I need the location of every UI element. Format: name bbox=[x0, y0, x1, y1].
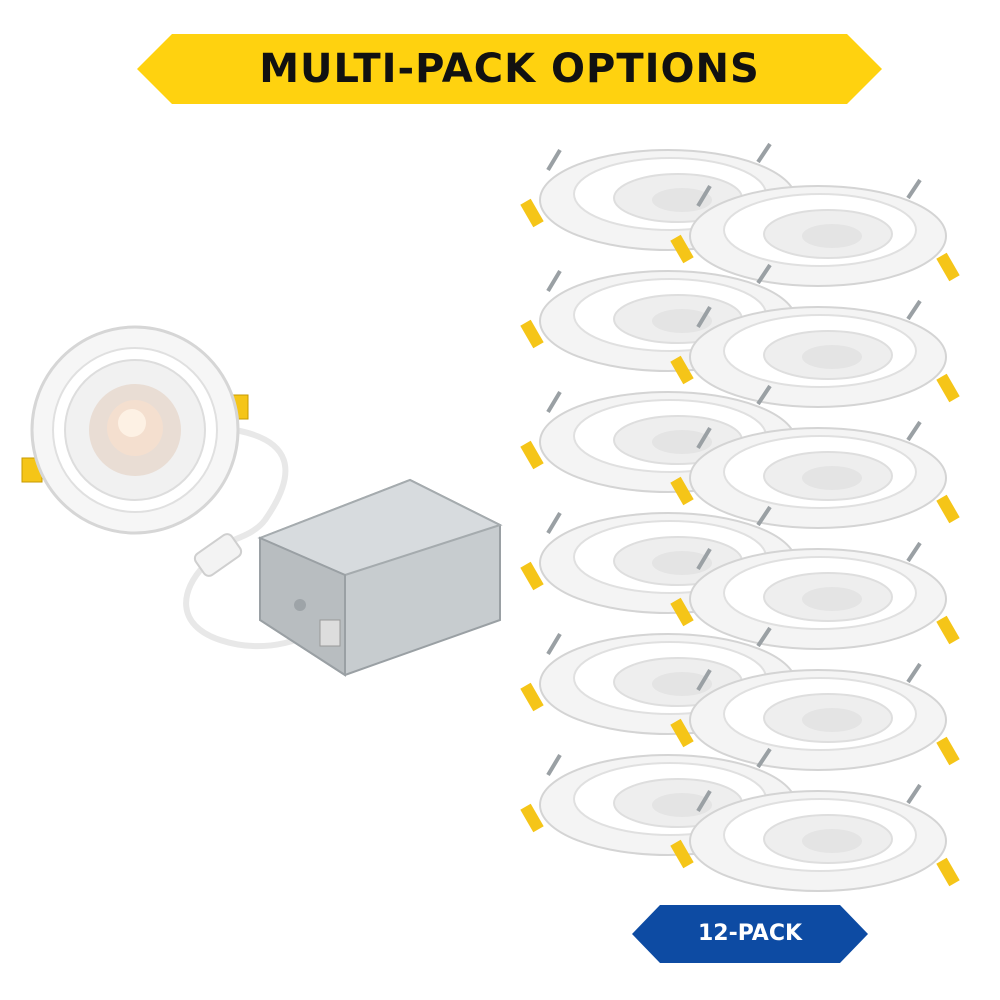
badge-label: 12-PACK bbox=[697, 921, 803, 946]
pack-light bbox=[670, 529, 960, 659]
pack-light bbox=[670, 287, 960, 417]
multi-pack-banner: MULTI-PACK OPTIONS bbox=[137, 34, 882, 104]
recessed-light-trim bbox=[30, 325, 240, 535]
junction-box bbox=[257, 478, 503, 677]
single-light-with-driver bbox=[0, 320, 520, 680]
twelve-pack-lights bbox=[510, 130, 990, 892]
pack-light bbox=[670, 650, 960, 780]
banner-title: MULTI-PACK OPTIONS bbox=[259, 46, 760, 92]
wire-connector bbox=[193, 533, 243, 577]
pack-light bbox=[670, 408, 960, 538]
banner-shape bbox=[137, 34, 882, 104]
pack-light bbox=[670, 771, 960, 901]
pack-count-badge: 12-PACK bbox=[632, 905, 868, 963]
badge-shape bbox=[632, 905, 868, 963]
pack-light bbox=[670, 166, 960, 296]
